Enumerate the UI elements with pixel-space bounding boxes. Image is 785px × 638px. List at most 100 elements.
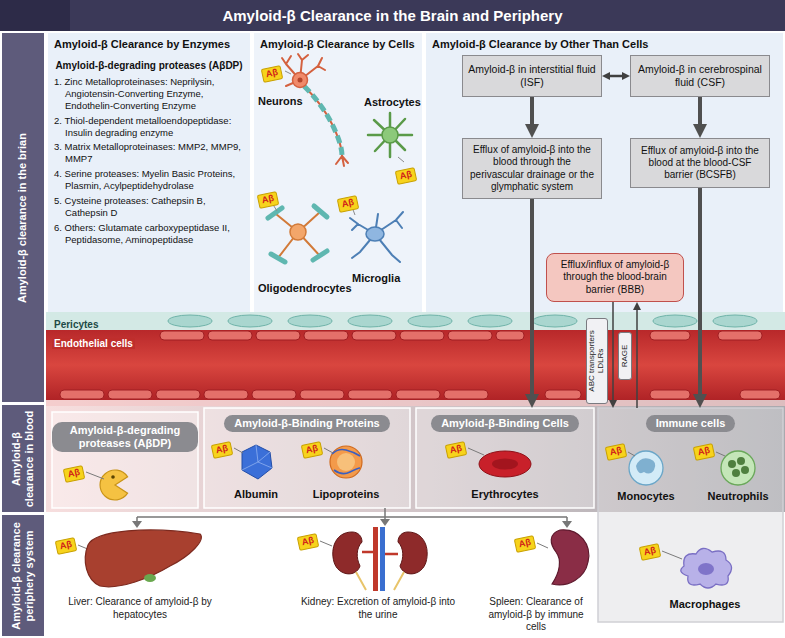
blood-panel: Immune cells <box>598 408 783 622</box>
flow-arrow <box>698 188 702 397</box>
label-slot: Aβ <box>262 62 282 81</box>
process-box: Amyloid-β in interstitial fluid (ISF) <box>462 55 602 97</box>
abeta-tag: Aβ <box>514 535 536 553</box>
list-item: 6. Others: Glutamate carboxypeptidase II… <box>54 222 244 246</box>
list-item: 2. Thiol-dependent metalloendopeptidase:… <box>54 115 244 139</box>
process-box: Amyloid-β in cerebrospinal fluid (CSF) <box>630 55 770 97</box>
abeta-tag: Aβ <box>55 537 77 555</box>
flow-arrow <box>530 199 534 397</box>
panel-heading: Amyloid-β Clearance by Cells <box>260 38 416 50</box>
abeta-tag: Aβ <box>297 533 319 551</box>
label-slot: Aβ <box>606 440 626 459</box>
flow-arrow <box>698 97 702 127</box>
label-slot: Aβ <box>446 438 466 457</box>
label-slot: Aβ <box>640 540 660 559</box>
rotate-holder: Amyloid-β clearance in blood <box>10 409 36 508</box>
receptor-box: RAGE <box>618 332 632 380</box>
part-label: Astrocytes <box>364 96 421 108</box>
layer-label: Endothelial cells <box>52 338 135 349</box>
abeta-tag: Aβ <box>211 441 233 459</box>
pill-holder: Amyloid-β-degrading proteases (AβDP) <box>52 422 198 452</box>
layer-label: Pericytes <box>52 319 100 330</box>
part-label: Monocytes <box>606 490 686 502</box>
label-slot: Macrophages <box>660 598 750 610</box>
box-text: Amyloid-β in interstitial fluid (ISF) <box>468 63 596 89</box>
box-text: RAGE <box>621 334 630 378</box>
label-slot: Aβ <box>212 438 232 457</box>
panel-heading: Amyloid-β Clearance by Other Than Cells <box>432 38 777 50</box>
part-label: Microglia <box>352 272 400 284</box>
part-label: Macrophages <box>660 598 750 610</box>
label-slot: Aβ <box>515 532 535 551</box>
label-slot: Aβ <box>396 164 416 183</box>
row-label: Amyloid-β clearance in the brian <box>16 37 29 398</box>
abeta-tag: Aβ <box>337 195 359 213</box>
rotate-holder: Amyloid-β clearance periphery system <box>10 519 36 632</box>
part-label: Neutrophils <box>698 490 778 502</box>
flow-arrow <box>612 302 614 402</box>
section-panel: Amyloid-β Clearance by EnzymesAmyloid-β-… <box>48 33 250 312</box>
label-slot: Pericytes <box>52 314 100 332</box>
label-slot: Microglia <box>352 272 400 284</box>
label-slot: Oligodendrocytes <box>258 282 352 294</box>
label-slot: Liver: Clearance of amyloid-β by hepatoc… <box>65 596 215 621</box>
box-text: Efflux of amyloid-β into the blood at th… <box>636 145 764 182</box>
rotate-holder: RAGE <box>621 334 630 378</box>
organ-caption: Spleen: Clearance of amyloid-β by immune… <box>481 596 591 634</box>
section-panel: Amyloid-β Clearance by Other Than CellsA… <box>426 33 783 312</box>
process-box: Efflux of amyloid-β into the blood at th… <box>630 138 770 188</box>
pill-holder: Amyloid-β-Binding Proteins <box>204 413 410 432</box>
label-slot: Aβ <box>338 192 358 211</box>
list-item: 3. Matrix Metalloproteinases: MMP2, MMP9… <box>54 141 244 165</box>
abeta-tag: Aβ <box>301 441 323 459</box>
box-text: Amyloid-β in cerebrospinal fluid (CSF) <box>636 63 764 89</box>
label-slot: Albumin <box>216 488 296 500</box>
label-slot: Kidney: Excretion of amyloid-β into the … <box>298 596 458 621</box>
pill-holder: Immune cells <box>598 413 783 432</box>
flow-arrow <box>608 75 623 78</box>
panel-heading: Amyloid-β Clearance by Enzymes <box>54 38 244 50</box>
transporter-box: ABC transporters LDLRs <box>586 318 608 404</box>
pill-heading: Amyloid-β-degrading proteases (AβDP) <box>52 422 198 452</box>
label-slot: Aβ <box>64 462 84 481</box>
row-label: Amyloid-β clearance periphery system <box>10 519 36 632</box>
list-item: 5. Cysteine proteases: Cathepsin B, Cath… <box>54 195 244 219</box>
label-slot: Aβ <box>302 438 322 457</box>
abeta-tag: Aβ <box>63 465 85 483</box>
flow-arrow <box>530 97 534 127</box>
rotate-holder: Amyloid-β clearance in the brian <box>16 37 29 398</box>
box-text: ABC transporters LDLRs <box>588 320 606 402</box>
label-slot: Monocytes <box>606 490 686 502</box>
rotate-holder: ABC transporters LDLRs <box>588 320 606 402</box>
diagram-title: Amyloid-β Clearance in the Brain and Per… <box>222 7 562 24</box>
abeta-tag: Aβ <box>261 65 283 83</box>
part-label: Oligodendrocytes <box>258 282 352 294</box>
label-slot: Spleen: Clearance of amyloid-β by immune… <box>481 596 591 634</box>
part-label: Neurons <box>258 95 303 107</box>
row-band: Amyloid-β clearance periphery system <box>2 515 44 636</box>
pill-heading: Amyloid-β-Binding Proteins <box>224 415 389 432</box>
row-label: Amyloid-β clearance in blood <box>10 409 36 508</box>
pill-holder: Amyloid-β-Binding Cells <box>416 413 594 432</box>
abeta-tag: Aβ <box>257 191 279 209</box>
part-label: Albumin <box>216 488 296 500</box>
flow-arrow <box>636 308 638 408</box>
pill-heading: Immune cells <box>646 415 736 432</box>
label-slot: Aβ <box>298 530 318 549</box>
box-text: Efflux/influx of amyloid-β through the b… <box>552 259 678 296</box>
process-box: Efflux of amyloid-β into the blood throu… <box>462 138 602 199</box>
row-band: Amyloid-β clearance in the brian <box>2 33 44 402</box>
list-item: 4. Serine proteases: Myelin Basic Protei… <box>54 168 244 192</box>
blood-panel: Amyloid-β-degrading proteases (AβDP) <box>52 412 198 508</box>
barrier-box: Efflux/influx of amyloid-β through the b… <box>546 253 684 302</box>
organ-caption: Liver: Clearance of amyloid-β by hepatoc… <box>65 596 215 621</box>
label-slot: Endothelial cells <box>52 333 135 351</box>
box-text: Efflux of amyloid-β into the blood throu… <box>468 144 596 193</box>
label-slot: Erythrocytes <box>460 488 550 500</box>
label-slot: Neurons <box>258 95 303 107</box>
pill-heading: Amyloid-β-Binding Cells <box>431 415 579 432</box>
title-bar: Amyloid-β Clearance in the Brain and Per… <box>0 0 785 31</box>
row-band: Amyloid-β clearance in blood <box>2 405 44 512</box>
